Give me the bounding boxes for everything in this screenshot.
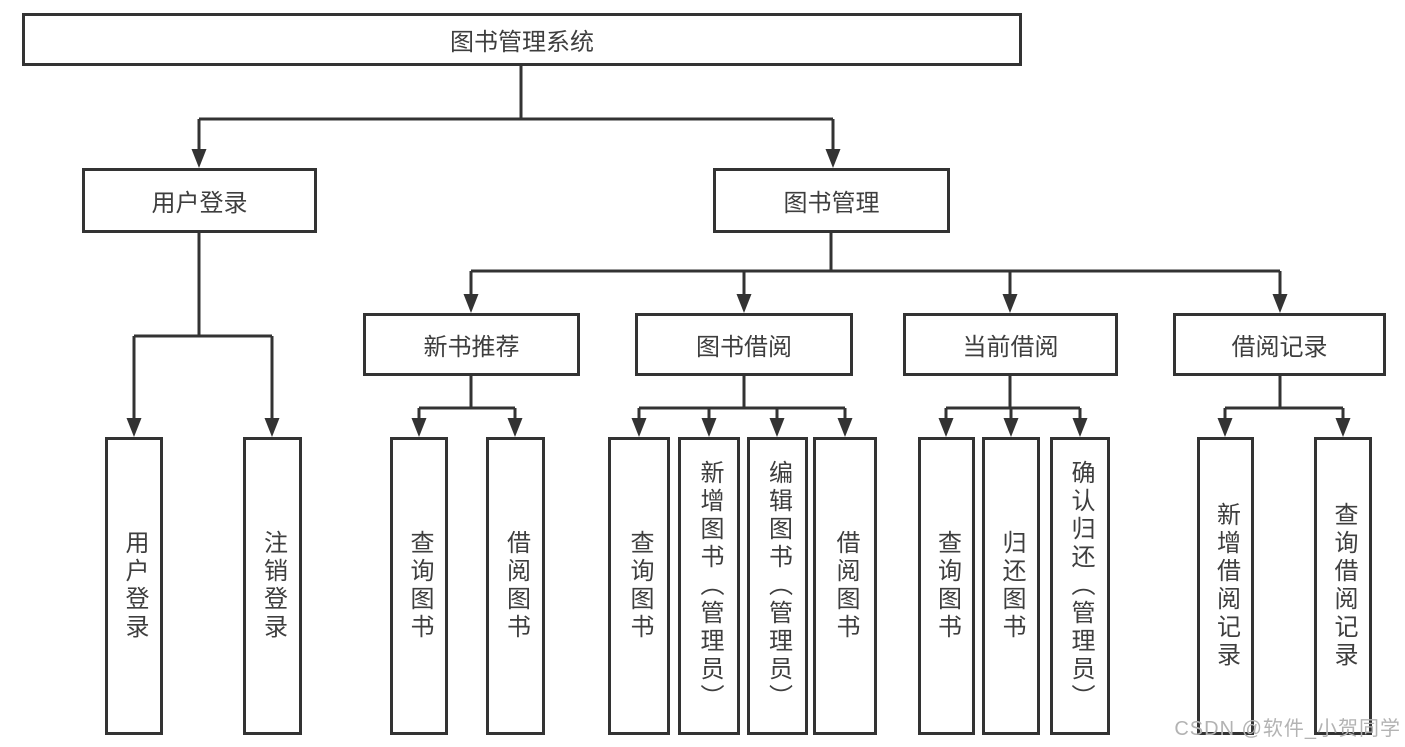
arrowhead-icon (1003, 418, 1019, 437)
arrowhead-icon (736, 294, 752, 313)
node-label: 图书管理 (783, 190, 880, 217)
node-user-login: 用户登录 (82, 168, 317, 233)
node-label: 新增图书（管理员） (696, 460, 723, 712)
leaf-logout: 注销登录 (243, 437, 302, 735)
arrowhead-icon (191, 149, 207, 168)
node-label: 新书推荐 (423, 334, 520, 361)
arrowhead-icon (825, 149, 841, 168)
watermark: CSDN @软件_小贺同学 (1174, 718, 1401, 740)
leaf-return-books: 归还图书 (982, 437, 1040, 735)
arrowhead-icon (1335, 418, 1351, 437)
arrowhead-icon (126, 418, 142, 437)
node-label: 借阅记录 (1231, 334, 1328, 361)
node-label: 查询图书 (933, 530, 961, 642)
leaf-borrow-books-bb: 借阅图书 (813, 437, 877, 735)
node-label: 当前借阅 (962, 334, 1059, 361)
arrowhead-icon (837, 418, 853, 437)
node-label: 查询图书 (406, 530, 433, 642)
arrowhead-icon (1217, 418, 1233, 437)
arrowhead-icon (769, 418, 785, 437)
leaf-query-books-cb: 查询图书 (918, 437, 975, 735)
node-label: 用户登录 (121, 530, 148, 642)
leaf-edit-books-admin: 编辑图书（管理员） (747, 437, 808, 735)
arrowhead-icon (701, 418, 717, 437)
leaf-borrow-books-nb: 借阅图书 (486, 437, 545, 735)
arrowhead-icon (411, 418, 427, 437)
leaf-user-login: 用户登录 (105, 437, 163, 735)
arrowhead-icon (631, 418, 647, 437)
arrowhead-icon (1002, 294, 1018, 313)
node-label: 借阅图书 (832, 530, 859, 642)
node-label: 注销登录 (259, 530, 287, 642)
node-label: 用户登录 (151, 190, 248, 217)
node-label: 查询图书 (626, 530, 653, 642)
node-label: 图书借阅 (696, 334, 792, 361)
node-library-management-system: 图书管理系统 (22, 13, 1022, 66)
node-label: 编辑图书（管理员） (764, 460, 792, 712)
leaf-add-books-admin: 新增图书（管理员） (678, 437, 740, 735)
leaf-add-borrow-record: 新增借阅记录 (1197, 437, 1254, 735)
arrowhead-icon (1072, 418, 1088, 437)
leaf-query-books-nb: 查询图书 (390, 437, 448, 735)
leaf-confirm-return-admin: 确认归还（管理员） (1050, 437, 1110, 735)
node-label: 确认归还（管理员） (1067, 460, 1094, 712)
node-current-borrowing: 当前借阅 (903, 313, 1118, 376)
leaf-query-books-bb: 查询图书 (608, 437, 670, 735)
node-new-book-recommendation: 新书推荐 (363, 313, 580, 376)
node-label: 新增借阅记录 (1212, 502, 1240, 670)
node-label: 图书管理系统 (450, 29, 594, 56)
leaf-query-borrow-record: 查询借阅记录 (1314, 437, 1372, 735)
node-label: 归还图书 (998, 530, 1025, 642)
node-borrowing-records: 借阅记录 (1173, 313, 1386, 376)
arrowhead-icon (463, 294, 479, 313)
node-book-borrowing: 图书借阅 (635, 313, 853, 376)
node-label: 借阅图书 (502, 530, 530, 642)
arrowhead-icon (938, 418, 954, 437)
node-label: 查询借阅记录 (1330, 502, 1357, 670)
arrowhead-icon (264, 418, 280, 437)
arrowhead-icon (1272, 294, 1288, 313)
arrowhead-icon (507, 418, 523, 437)
node-book-management: 图书管理 (713, 168, 950, 233)
